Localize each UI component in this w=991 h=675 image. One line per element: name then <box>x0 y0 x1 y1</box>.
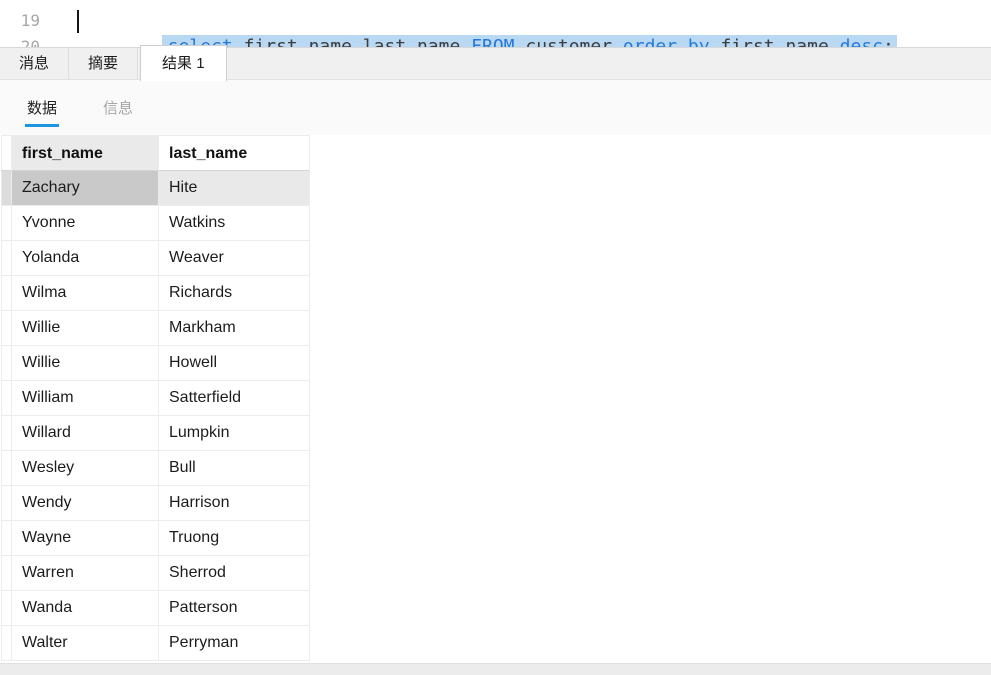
sql-query-text[interactable]: select first_name,last_name FROM custome… <box>75 8 897 47</box>
row-selector[interactable] <box>1 171 12 206</box>
cell-first_name[interactable]: Wayne <box>12 521 159 556</box>
row-selector[interactable] <box>1 451 12 486</box>
cell-first_name[interactable]: Willard <box>12 416 159 451</box>
cell-first_name[interactable]: Wilma <box>12 276 159 311</box>
sql-text <box>677 36 688 47</box>
row-selector[interactable] <box>1 556 12 591</box>
cell-first_name[interactable]: Willie <box>12 346 159 381</box>
column-header-last-name[interactable]: last_name <box>159 135 310 171</box>
cell-last_name[interactable]: Hite <box>159 171 310 206</box>
line-number: 20 <box>20 37 40 47</box>
sql-editor[interactable]: 18 19 select first_name,last_name FROM c… <box>0 0 991 47</box>
subtab-info[interactable]: 信息 <box>103 100 134 117</box>
sql-text: first_name,last_name <box>232 36 472 47</box>
cell-last_name[interactable]: Richards <box>159 276 310 311</box>
cell-first_name[interactable]: William <box>12 381 159 416</box>
row-selector[interactable] <box>1 346 12 381</box>
editor-line-19[interactable]: 19 select first_name,last_name FROM cust… <box>0 8 991 47</box>
tab-result-1[interactable]: 结果 1 <box>140 45 227 81</box>
tab-messages[interactable]: 消息 <box>0 48 70 79</box>
cell-first_name[interactable]: Wanda <box>12 591 159 626</box>
cell-first_name[interactable]: Zachary <box>12 171 159 206</box>
result-tabstrip: 消息 摘要 结果 1 <box>0 45 991 81</box>
row-selector[interactable] <box>1 241 12 276</box>
sql-text: customer <box>514 36 623 47</box>
cell-last_name[interactable]: Sherrod <box>159 556 310 591</box>
cell-last_name[interactable]: Satterfield <box>159 381 310 416</box>
sql-keyword: desc <box>839 36 884 47</box>
row-selector[interactable] <box>1 381 12 416</box>
sql-keyword: FROM <box>471 36 515 47</box>
grid-header-row: first_name last_name <box>1 135 311 171</box>
cell-last_name[interactable]: Weaver <box>159 241 310 276</box>
cell-first_name[interactable]: Warren <box>12 556 159 591</box>
cell-first_name[interactable]: Wendy <box>12 486 159 521</box>
cell-last_name[interactable]: Patterson <box>159 591 310 626</box>
sql-editor-lines: 18 19 select first_name,last_name FROM c… <box>0 0 991 47</box>
cell-last_name[interactable]: Truong <box>159 521 310 556</box>
row-selector[interactable] <box>1 276 12 311</box>
cell-first_name[interactable]: Wesley <box>12 451 159 486</box>
line-number: 19 <box>20 11 40 30</box>
sql-keyword: order <box>622 36 678 47</box>
cell-last_name[interactable]: Perryman <box>159 626 310 661</box>
cell-last_name[interactable]: Harrison <box>159 486 310 521</box>
row-selector[interactable] <box>1 591 12 626</box>
row-selector[interactable] <box>1 486 12 521</box>
cell-last_name[interactable]: Howell <box>159 346 310 381</box>
cell-last_name[interactable]: Lumpkin <box>159 416 310 451</box>
cell-last_name[interactable]: Bull <box>159 451 310 486</box>
sql-text: ; <box>883 36 894 47</box>
row-selector[interactable] <box>1 416 12 451</box>
editor-line-20: 20 <box>0 34 991 47</box>
cell-first_name[interactable]: Yolanda <box>12 241 159 276</box>
column-header-first-name[interactable]: first_name <box>12 135 159 171</box>
row-selector[interactable] <box>1 311 12 346</box>
sql-keyword: select <box>167 36 233 47</box>
horizontal-scrollbar[interactable] <box>0 663 991 675</box>
row-selector[interactable] <box>1 626 12 661</box>
subtab-data[interactable]: 数据 <box>25 88 60 127</box>
select-all-corner[interactable] <box>1 135 12 171</box>
sql-selection: select first_name,last_name FROM custome… <box>161 35 897 47</box>
text-caret <box>77 10 79 33</box>
cell-last_name[interactable]: Markham <box>159 311 310 346</box>
sql-keyword: by <box>687 36 710 47</box>
result-subtabs: 数据 信息 <box>0 80 991 135</box>
cell-first_name[interactable]: Willie <box>12 311 159 346</box>
cell-first_name[interactable]: Yvonne <box>12 206 159 241</box>
row-selector[interactable] <box>1 521 12 556</box>
line-number: 18 <box>0 0 44 8</box>
cell-first_name[interactable]: Walter <box>12 626 159 661</box>
editor-line-18: 18 <box>0 0 991 8</box>
tab-summary[interactable]: 摘要 <box>69 48 139 79</box>
row-selector[interactable] <box>1 206 12 241</box>
cell-last_name[interactable]: Watkins <box>159 206 310 241</box>
sql-text: first_name <box>709 36 840 47</box>
